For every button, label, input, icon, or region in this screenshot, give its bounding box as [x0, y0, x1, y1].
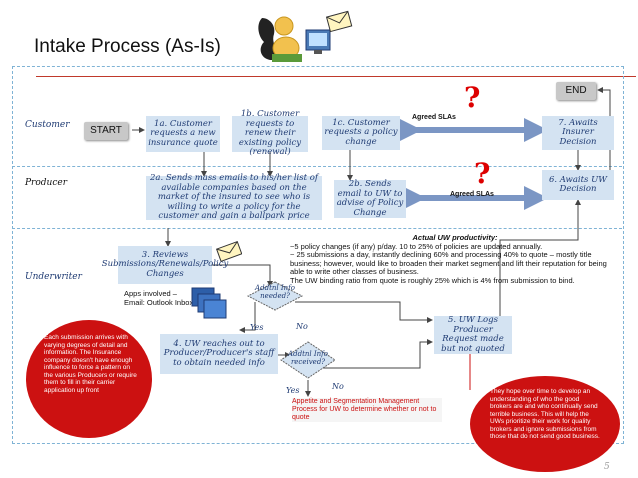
decision-1-label: Addtnl Info needed? — [255, 284, 295, 300]
lane-label-producer: Producer — [25, 178, 68, 188]
decision-diamond-1 — [246, 281, 304, 311]
process-6: 6. Awaits UW Decision — [542, 170, 614, 200]
sla-label-producer: Agreed SLAs — [450, 191, 494, 198]
decision-2-label: Addtnl Info received? — [288, 350, 328, 366]
question-mark-icon: ? — [474, 157, 491, 190]
process-2a: 2a. Sends mass emails to his/her list of… — [146, 174, 322, 221]
header-clipart — [258, 10, 353, 62]
lane-divider-underwriter — [12, 228, 622, 229]
end-node: END — [556, 82, 596, 100]
apps-involved-note: Apps involved – Email: Outlook Inbox — [124, 289, 194, 307]
process-1a: 1a. Customer requests a new insurance qu… — [146, 116, 220, 152]
process-4: 4. UW reaches out to Producer/Producer's… — [160, 334, 278, 374]
page-title: Intake Process (As-Is) — [34, 36, 221, 57]
process-1b: 1b. Customer requests to renew their exi… — [232, 110, 308, 157]
monitor-stack-icon — [305, 29, 331, 54]
title-underline — [36, 76, 636, 77]
process-7: 7. Awaits Insurer Decision — [542, 116, 614, 150]
process-5: 5. UW Logs Producer Request made but not… — [434, 315, 512, 354]
lane-label-customer: Customer — [25, 120, 70, 130]
question-mark-icon: ? — [464, 81, 481, 114]
start-node: START — [84, 122, 128, 140]
decision-diamond-2 — [280, 341, 336, 379]
user-at-desk-icon — [258, 16, 302, 62]
lane-label-underwriter: Underwriter — [25, 272, 82, 282]
email-envelope-icon — [216, 240, 242, 262]
productivity-heading: Actual UW productivity: — [412, 233, 498, 242]
email-envelope-icon — [325, 10, 353, 33]
lane-divider-producer — [12, 166, 622, 167]
decision-1-no: No — [296, 322, 308, 331]
slide-number: 5 — [604, 462, 610, 472]
decision-2-no: No — [332, 382, 344, 391]
process-2b: 2b. Sends email to UW to advise of Polic… — [334, 179, 406, 218]
decision-2-yes: Yes — [286, 386, 300, 395]
process-3: 3. Reviews Submissions/Renewals/Policy C… — [102, 246, 228, 284]
productivity-note: Actual UW productivity: ~5 policy change… — [290, 233, 620, 285]
callout-left: Each submission arrives with varying deg… — [26, 320, 152, 438]
sla-label-customer: Agreed SLAs — [412, 114, 456, 121]
decision-1-yes: Yes — [250, 323, 264, 332]
monitor-stack-icon — [191, 287, 227, 319]
appetite-note: Appetite and Segmentation Management Pro… — [292, 398, 442, 422]
callout-right: They hope over time to develop an unders… — [470, 376, 620, 472]
process-1c: 1c. Customer requests a policy change — [322, 116, 400, 150]
diagram-frame — [12, 66, 624, 444]
